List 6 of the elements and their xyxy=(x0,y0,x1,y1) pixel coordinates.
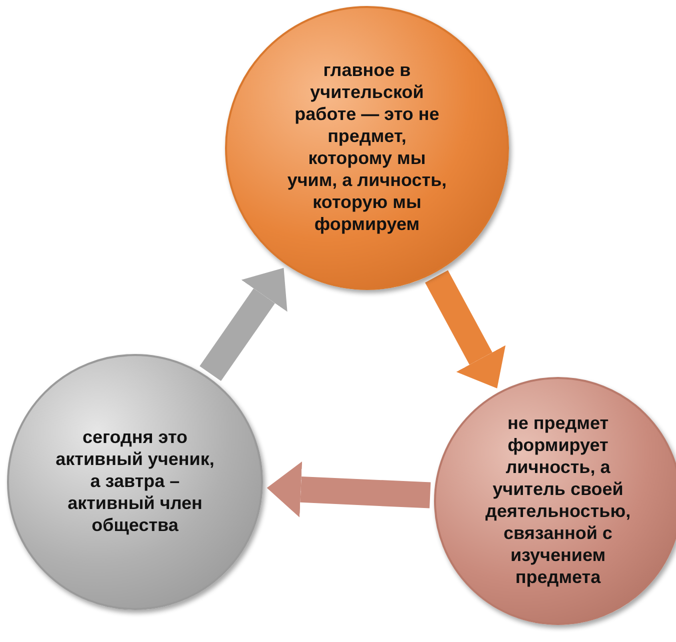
node-text: не предмет формирует личность, а учитель своей деятельностью, связанной с изучением предмета xyxy=(484,413,632,589)
block-arrow xyxy=(200,268,288,382)
block-arrow xyxy=(425,270,506,388)
node-text: главное в учительской работе — это не предмет, которому мы учим, а личность, которую мы формируем xyxy=(287,60,447,236)
block-arrow xyxy=(266,461,431,518)
node-text: сегодня это активный ученик, а завтра – активный член общества xyxy=(54,427,216,537)
